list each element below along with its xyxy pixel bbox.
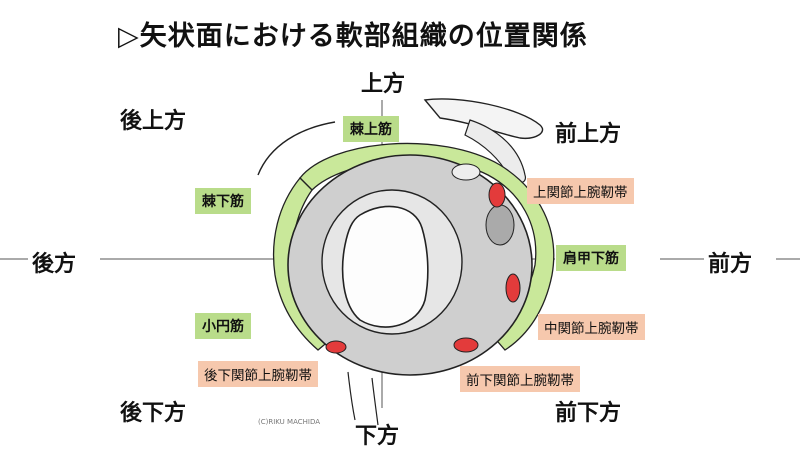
label-teres-minor: 小円筋 — [195, 313, 251, 339]
bone-outline-top-left — [257, 121, 336, 176]
glenoid-fossa — [341, 205, 429, 328]
direction-anterior-superior: 前上方 — [555, 122, 622, 147]
anterior-inferior-gh-ligament-marker — [453, 337, 479, 353]
direction-posterior-superior: 後上方 — [120, 109, 187, 134]
page-title: ▷矢状面における軟部組織の位置関係 — [118, 21, 588, 52]
middle-gh-ligament-marker — [505, 273, 521, 303]
direction-superior: 上方 — [361, 72, 406, 97]
label-posterior-inferior-gh-ligament: 後下関節上腕靭帯 — [198, 361, 318, 387]
label-middle-gh-ligament: 中関節上腕靭帯 — [538, 314, 645, 340]
label-anterior-inferior-gh-ligament: 前下関節上腕靭帯 — [460, 366, 580, 392]
direction-anterior-inferior: 前下方 — [555, 401, 622, 426]
direction-anterior: 前方 — [708, 252, 753, 277]
biceps-tendon — [451, 163, 481, 181]
label-infraspinatus: 棘下筋 — [195, 188, 251, 214]
lower-bone-lines — [347, 371, 379, 426]
direction-posterior: 後方 — [32, 252, 77, 277]
subscapular-bursa — [485, 204, 515, 246]
direction-inferior: 下方 — [355, 424, 400, 449]
label-subscapularis: 肩甲下筋 — [556, 245, 626, 271]
label-superior-gh-ligament: 上関節上腕靭帯 — [527, 178, 634, 204]
superior-gh-ligament-marker — [488, 182, 506, 208]
posterior-inferior-gh-ligament-marker — [325, 340, 347, 354]
label-supraspinatus: 棘上筋 — [343, 116, 399, 142]
direction-posterior-inferior: 後下方 — [120, 401, 187, 426]
copyright-text: (C)RIKU MACHIDA — [258, 418, 321, 426]
